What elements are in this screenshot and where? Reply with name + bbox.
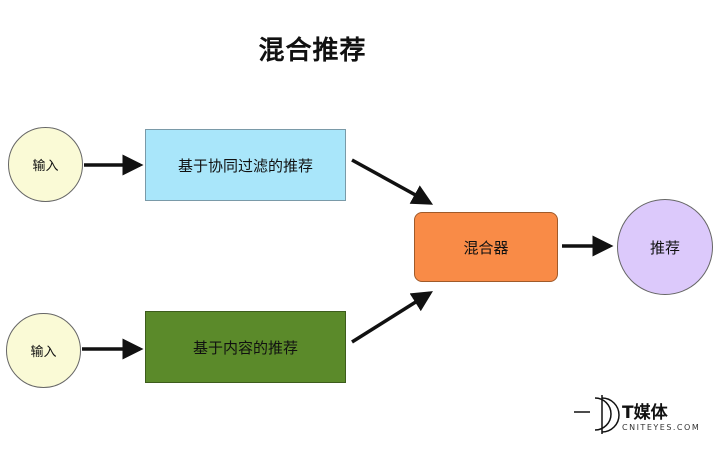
watermark-site: CNITEYES.COM xyxy=(622,423,701,432)
output-node: 推荐 xyxy=(617,199,713,295)
input-node-top: 输入 xyxy=(8,127,83,202)
mixer-box: 混合器 xyxy=(414,212,558,282)
collaborative-filtering-box: 基于协同过滤的推荐 xyxy=(145,129,346,201)
output-node-label: 推荐 xyxy=(649,238,680,257)
content-based-box: 基于内容的推荐 xyxy=(145,311,346,383)
content-based-label: 基于内容的推荐 xyxy=(192,338,298,357)
diagram-title: 混合推荐 xyxy=(258,36,367,66)
input-node-top-label: 输入 xyxy=(32,159,59,174)
input-node-bottom-label: 输入 xyxy=(30,345,57,360)
mixer-label: 混合器 xyxy=(463,238,509,257)
watermark-brand: T媒体 xyxy=(622,403,668,423)
input-node-bottom: 输入 xyxy=(6,313,81,388)
arrow-cb-to-mixer xyxy=(351,291,433,344)
collaborative-filtering-label: 基于协同过滤的推荐 xyxy=(177,156,313,175)
arrow-cf-to-mixer xyxy=(351,158,434,205)
brand-logo-icon xyxy=(574,395,620,434)
